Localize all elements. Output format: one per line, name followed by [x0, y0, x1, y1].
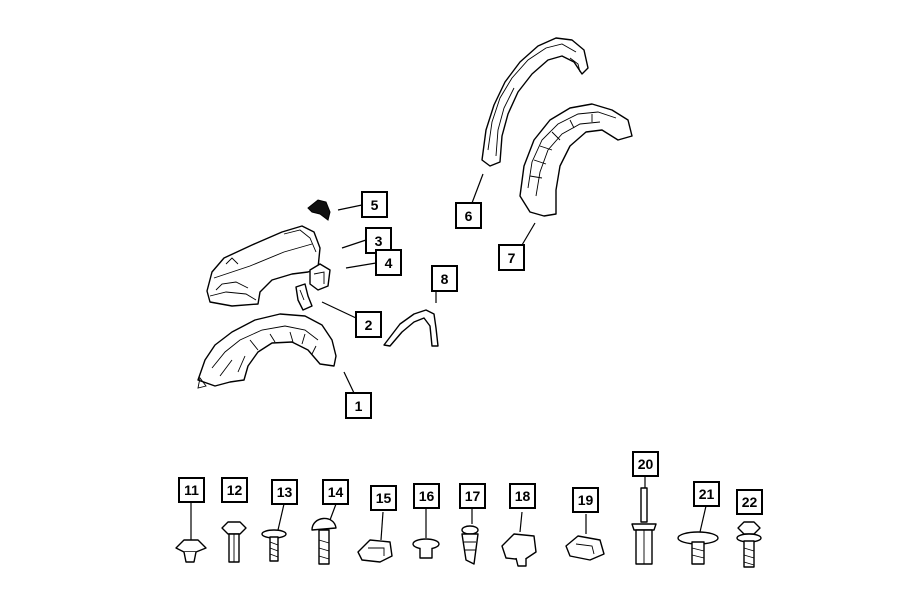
fastener-13-screw — [261, 503, 287, 562]
svg-text:2: 2 — [365, 317, 373, 333]
svg-text:16: 16 — [419, 488, 435, 504]
svg-text:17: 17 — [465, 488, 481, 504]
part-2-bracket — [295, 283, 313, 311]
svg-text:11: 11 — [184, 482, 199, 498]
callout-13: 13 — [271, 479, 298, 505]
svg-text:18: 18 — [515, 488, 531, 504]
svg-text:7: 7 — [508, 250, 516, 266]
part-5-trim-piece — [307, 199, 331, 221]
svg-text:6: 6 — [465, 208, 473, 224]
svg-text:4: 4 — [385, 255, 393, 271]
part-4-flare-cap — [309, 263, 331, 291]
part-1-front-wheelhouse-liner — [197, 313, 337, 389]
callout-11: 11 — [178, 477, 205, 503]
leader-lines — [321, 173, 646, 488]
fastener-15-clip — [357, 511, 393, 563]
svg-text:22: 22 — [742, 494, 758, 510]
fastener-18-u-nut — [501, 511, 537, 567]
svg-text:19: 19 — [578, 492, 594, 508]
fastener-20-blind-rivet — [631, 487, 657, 565]
svg-text:12: 12 — [227, 482, 243, 498]
svg-text:8: 8 — [441, 271, 449, 287]
callout-2: 2 — [355, 311, 382, 338]
fastener-12-rivet — [221, 521, 247, 563]
callout-4: 4 — [375, 249, 402, 276]
callout-14: 14 — [322, 479, 349, 505]
part-8-molding-strip — [383, 309, 439, 347]
callout-7: 7 — [498, 244, 525, 271]
svg-text:15: 15 — [376, 490, 392, 506]
svg-text:13: 13 — [277, 484, 293, 500]
svg-text:5: 5 — [371, 197, 379, 213]
callout-3: 3 — [365, 227, 392, 254]
callout-20: 20 — [632, 451, 659, 477]
fastener-21-washer-screw — [677, 505, 719, 565]
fastener-16-flange-nut — [412, 508, 440, 559]
svg-text:21: 21 — [699, 486, 715, 502]
part-7-rear-wheelhouse-liner — [519, 103, 633, 217]
svg-text:20: 20 — [638, 456, 654, 472]
callout-21: 21 — [693, 481, 720, 507]
fastener-17-push-retainer — [461, 508, 479, 565]
callout-16: 16 — [413, 483, 440, 509]
callout-17: 17 — [459, 483, 486, 509]
callout-18: 18 — [509, 483, 536, 509]
callout-5: 5 — [361, 191, 388, 218]
fastener-19-spring-clip — [565, 514, 605, 561]
callout-22: 22 — [736, 489, 763, 515]
svg-text:3: 3 — [375, 233, 383, 249]
part-3-front-fender-flare — [206, 225, 321, 307]
svg-text:1: 1 — [355, 398, 363, 414]
fastener-14-dome-bolt — [311, 503, 337, 565]
callout-15: 15 — [370, 485, 397, 511]
svg-text:14: 14 — [328, 484, 344, 500]
callout-1: 1 — [345, 392, 372, 419]
fastener-11-push-pin — [175, 502, 207, 563]
part-6-rear-fender-flare — [481, 37, 589, 167]
callout-8: 8 — [431, 265, 458, 292]
callout-6: 6 — [455, 202, 482, 229]
callout-19: 19 — [572, 487, 599, 513]
fastener-22-hex-bolt — [736, 521, 762, 568]
callout-12: 12 — [221, 477, 248, 503]
